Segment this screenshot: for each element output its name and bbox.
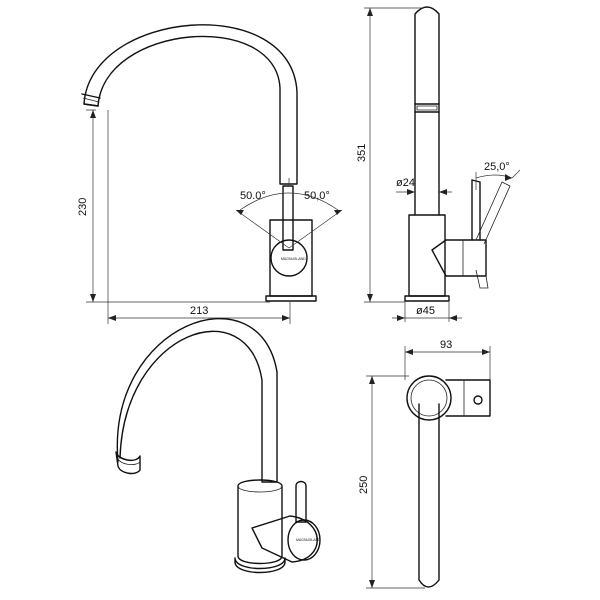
iso-knob [287, 519, 321, 561]
front-spout-outer [83, 24, 298, 185]
side-view: 25,0° 351 ø24 ø45 [356, 6, 521, 322]
iso-aerator [115, 451, 141, 475]
iso-spout [116, 318, 278, 483]
top-depth-dim: 93 [440, 339, 452, 351]
side-lever-handle-tilted [475, 181, 511, 289]
front-base [265, 295, 317, 302]
top-length-dim: 250 [358, 476, 370, 494]
top-lever-hole [473, 395, 483, 405]
side-lever-body [431, 239, 487, 277]
side-pipe [414, 6, 440, 216]
top-spout [418, 403, 440, 588]
iso-base [234, 557, 286, 574]
side-base [404, 295, 450, 302]
top-lever-block [445, 379, 491, 417]
side-lever-angle: 25,0° [484, 161, 510, 173]
front-width-dim: 213 [190, 305, 208, 317]
front-view: MAGNUSLAND 50.0° 50,0° 230 213 [77, 24, 343, 324]
front-angle-right: 50,0° [304, 190, 330, 202]
side-base-diameter: ø45 [416, 305, 435, 317]
front-lever [282, 185, 294, 251]
front-height-dim: 230 [77, 198, 89, 216]
iso-brand-text: MAGNUSLAND [296, 538, 321, 542]
front-aerator [81, 93, 101, 107]
front-angle-left: 50.0° [240, 190, 266, 202]
front-angle-arc [239, 192, 339, 211]
front-brand-text: MAGNUSLAND [281, 257, 306, 261]
side-body [408, 214, 446, 297]
isometric-view: MAGNUSLAND [115, 318, 321, 574]
top-view: 93 250 [358, 339, 491, 589]
front-knob [270, 239, 308, 277]
side-pipe-diameter: ø24 [396, 177, 415, 189]
iso-lever-handle [295, 480, 307, 523]
iso-body [237, 479, 283, 565]
top-base-disc [406, 375, 452, 421]
side-height-dim: 351 [356, 144, 368, 162]
